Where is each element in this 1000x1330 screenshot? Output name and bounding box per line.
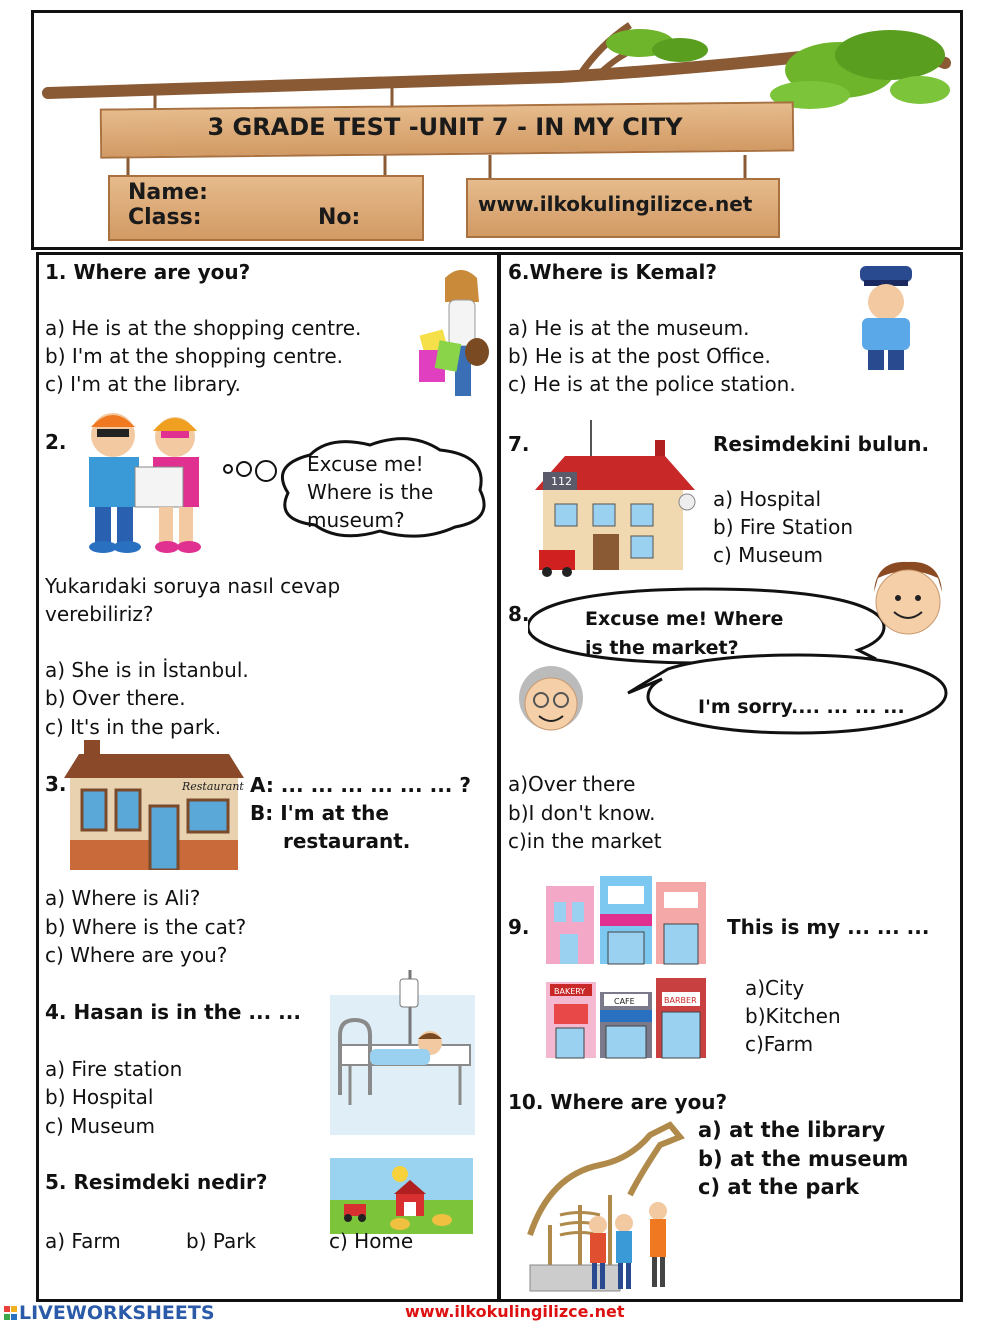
q1-option-b[interactable]: b) I'm at the shopping centre. [45,344,343,368]
q2-option-c[interactable]: c) It's in the park. [45,715,222,739]
q2-bubble-line-3: museum? [307,508,405,532]
q10-option-c[interactable]: c) at the park [698,1175,859,1199]
q7-instruction: Resimdekini bulun. [713,432,930,456]
tourists-image [89,413,201,553]
q6-option-a[interactable]: a) He is at the museum. [508,316,750,340]
q8-option-a[interactable]: a)Over there [508,772,636,796]
shop-sign-cafe: CAFE [614,997,635,1006]
q3-dialog-a: A: ... ... ... ... ... ... ? [250,773,471,797]
name-plank [108,175,424,241]
q10-option-a[interactable]: a) at the library [698,1118,886,1142]
q8-bubble1-line-1: Excuse me! Where [585,608,784,630]
q5-title: 5. Resimdeki nedir? [45,1170,268,1194]
grandma-face-image [519,666,583,731]
restaurant-image: Restaurant [64,740,244,870]
header-box [31,10,963,250]
footer-brand[interactable]: LIVEWORKSHEETS [19,1302,215,1324]
q2-option-a[interactable]: a) She is in İstanbul. [45,658,249,682]
footer-website[interactable]: www.ilkokulingilizce.net [405,1302,625,1321]
q9-number: 9. [508,915,530,939]
q10-option-b[interactable]: b) at the museum [698,1147,909,1171]
q2-bubble-line-1: Excuse me! [307,452,424,476]
no-label: No: [318,205,361,230]
shopping-girl-image [419,270,489,396]
class-label: Class: [128,205,202,230]
q2-option-b[interactable]: b) Over there. [45,686,186,710]
restaurant-sign: Restaurant [181,780,244,793]
q4-option-a[interactable]: a) Fire station [45,1057,183,1081]
liveworksheets-logo-icon [4,1306,17,1320]
header-website: www.ilkokulingilizce.net [478,192,753,216]
q3-number: 3. [45,772,67,796]
policeman-image [860,266,912,370]
q2-prompt-line-1: Yukarıdaki soruya nasıl cevap [45,574,341,598]
shop-sign-barber: BARBER [664,996,697,1005]
q6-option-b[interactable]: b) He is at the post Office. [508,344,771,368]
q1-option-c[interactable]: c) I'm at the library. [45,372,241,396]
q3-option-b[interactable]: b) Where is the cat? [45,915,247,939]
q3-dialog-b-line-1: B: I'm at the [250,801,389,825]
q2-bubble-line-2: Where is the [307,480,434,504]
q2-bubble-text: Excuse me! Where is the museum? [307,450,433,534]
q3-option-a[interactable]: a) Where is Ali? [45,886,201,910]
q5-option-a[interactable]: a) Farm [45,1229,121,1253]
farm-image [330,1158,473,1234]
q6-title: 6.Where is Kemal? [508,260,717,284]
q2-number: 2. [45,430,67,454]
q10-title: 10. Where are you? [508,1090,728,1114]
q9-option-b[interactable]: b)Kitchen [745,1004,841,1028]
q8-speech-bubbles [528,587,948,735]
q8-option-b[interactable]: b)I don't know. [508,801,656,825]
worksheet-title: 3 GRADE TEST -UNIT 7 - IN MY CITY [207,113,683,141]
q4-option-c[interactable]: c) Museum [45,1114,155,1138]
shop-sign-bakery: BAKERY [554,987,585,996]
q6-option-c[interactable]: c) He is at the police station. [508,372,796,396]
thought-bubble [223,437,486,538]
q7-option-a[interactable]: a) Hospital [713,487,822,511]
hospital-bed-image [330,970,475,1135]
q3-dialog-b-line-2: restaurant. [283,829,411,853]
q9-option-c[interactable]: c)Farm [745,1032,814,1056]
q1-title: 1. Where are you? [45,260,251,284]
fire-station-image: 112 [535,420,696,577]
building-number: 112 [551,475,572,488]
q8-bubble1-text: Excuse me! Where is the market? [585,605,783,663]
q4-title: 4. Hasan is in the ... ... [45,1000,301,1024]
q5-option-c[interactable]: c) Home [329,1229,414,1253]
q7-option-b[interactable]: b) Fire Station [713,515,854,539]
q8-bubble2-text: I'm sorry.... ... ... ... [698,696,905,718]
branch-illustration [42,22,951,180]
website-plank [466,178,780,238]
q1-option-a[interactable]: a) He is at the shopping centre. [45,316,362,340]
q9-option-a[interactable]: a)City [745,976,805,1000]
q8-number: 8. [508,602,530,626]
q7-option-c[interactable]: c) Museum [713,543,823,567]
q7-number: 7. [508,432,530,456]
q2-prompt-line-2: verebiliriz? [45,602,154,626]
name-label: Name: [128,180,208,205]
museum-dinosaur-image [527,1121,685,1292]
q8-option-c[interactable]: c)in the market [508,829,662,853]
q4-option-b[interactable]: b) Hospital [45,1085,154,1109]
boy-face-image [874,561,942,635]
q8-bubble1-line-2: is the market? [585,637,739,659]
q5-option-b[interactable]: b) Park [186,1229,257,1253]
q9-prompt: This is my ... ... ... [727,915,930,939]
right-column [498,252,963,1302]
city-shops-image: BAKERY CAFE BARBER [546,876,706,1059]
q3-option-c[interactable]: c) Where are you? [45,943,228,967]
